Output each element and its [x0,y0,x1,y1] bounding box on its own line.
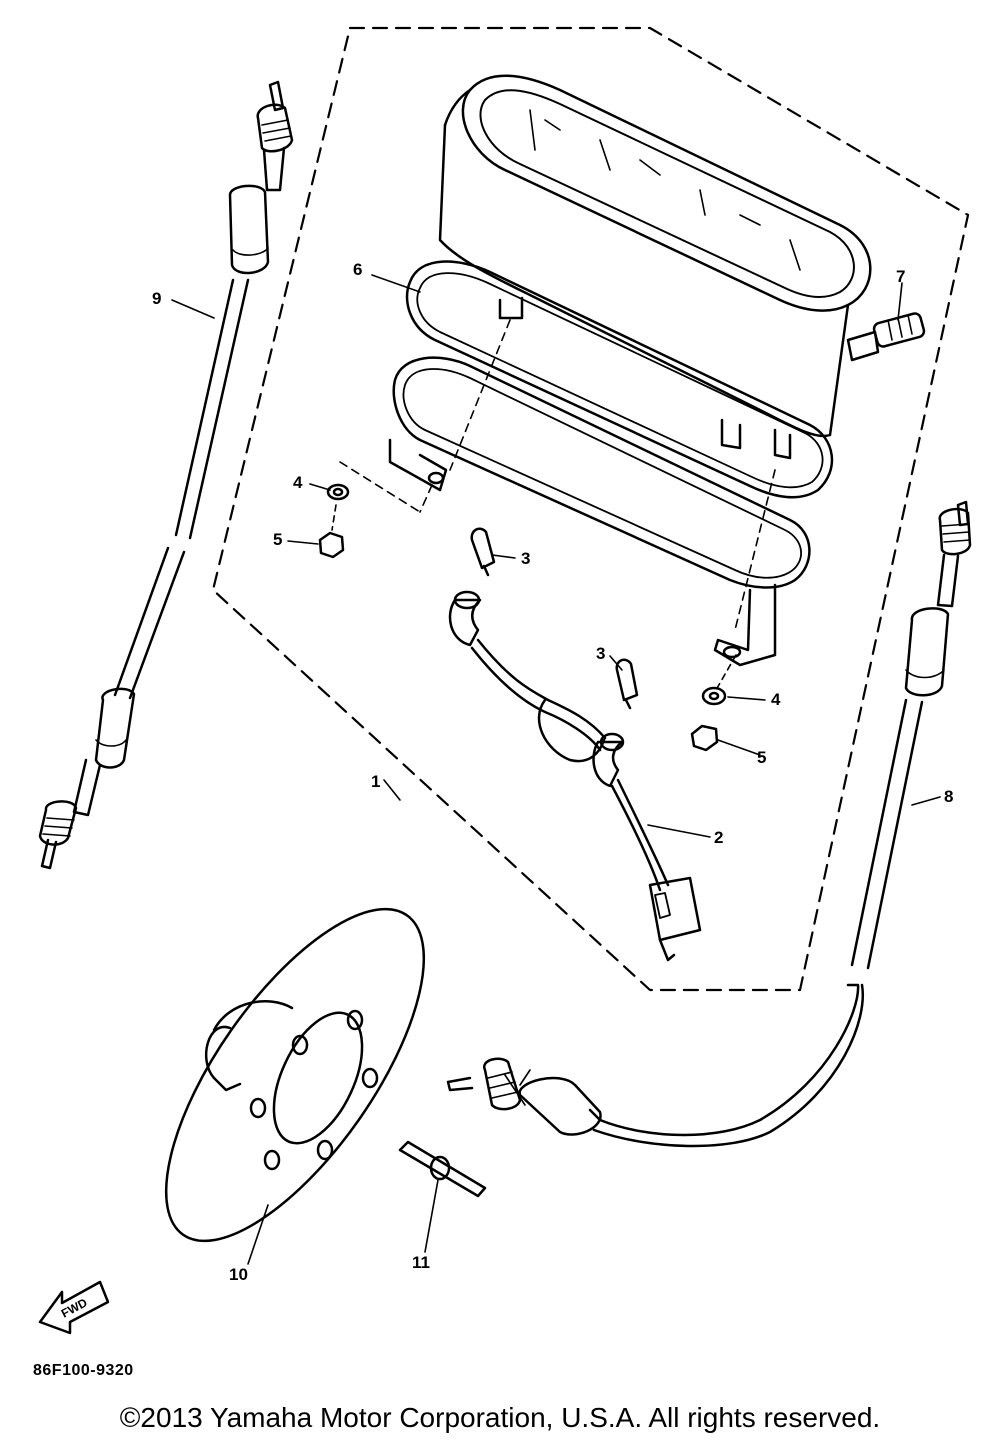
callout-7: 7 [896,267,905,286]
callout-3-right: 3 [596,644,605,663]
diagram-code: 86F100-9320 [33,1362,134,1379]
bracket [390,358,809,665]
callout-3-left: 3 [521,549,530,568]
meter-cable-left [40,82,292,868]
callout-9: 9 [152,289,161,308]
callout-5-right: 5 [757,748,766,767]
callout-2: 2 [714,828,723,847]
meter-cable-right [448,502,970,1146]
copyright-notice: ©2013 Yamaha Motor Corporation, U.S.A. A… [119,1402,881,1433]
callout-6: 6 [353,260,362,279]
wire-harness [450,592,700,960]
drive-key [400,1142,485,1196]
fwd-arrow-icon: FWD [40,1282,108,1333]
bulb-left [472,529,494,575]
washer-nut-left [320,462,432,557]
meter-housing [440,76,925,458]
callout-4-left: 4 [293,473,303,492]
washer-nut-right [692,470,775,750]
callout-4-right: 4 [771,690,781,709]
callout-11: 11 [412,1253,430,1272]
gear-unit [119,871,470,1280]
callout-8: 8 [944,787,953,806]
gasket [407,262,832,498]
bulb-right [617,660,637,708]
callout-5-left: 5 [273,530,282,549]
assembly-boundary [213,28,968,990]
callout-1: 1 [371,772,380,791]
leader-lines [172,275,940,1264]
callout-10: 10 [229,1265,248,1284]
